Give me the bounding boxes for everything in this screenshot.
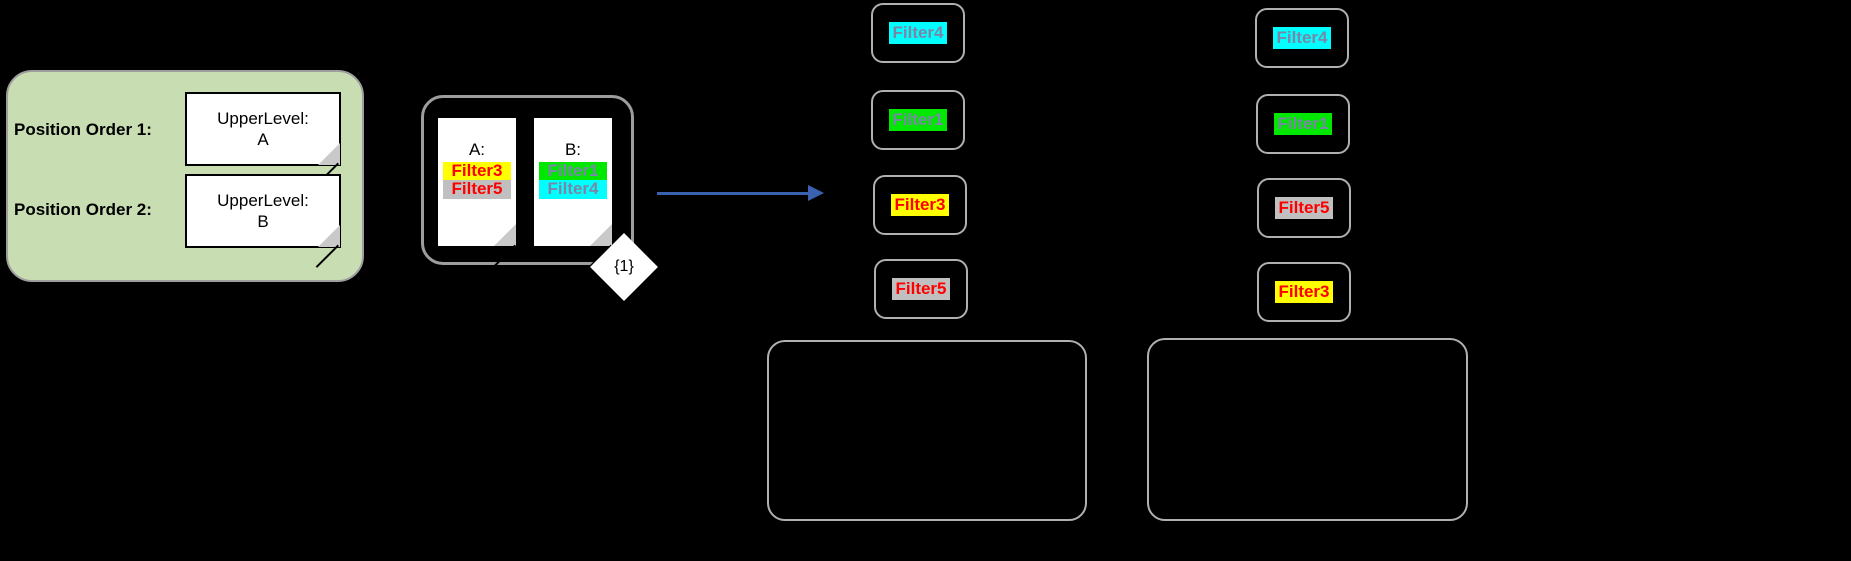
note-upperlevel-b[interactable]: UpperLevel: B — [185, 174, 341, 268]
result-c2-chip-4: Filter3 — [1275, 281, 1333, 303]
note-upperlevel-a-title: UpperLevel: — [217, 108, 309, 128]
document-a-filter-1: Filter3 — [443, 161, 511, 181]
note-upperlevel-a-value: A — [257, 130, 269, 149]
document-a-filter-2: Filter5 — [443, 179, 511, 199]
result-c1-chip-1: Filter4 — [889, 22, 947, 44]
page-fold-icon — [494, 224, 516, 246]
page-fold-icon — [590, 224, 612, 246]
position-order-2-label: Position Order 2: — [14, 200, 152, 219]
flow-arrow-line — [657, 192, 812, 195]
document-b-title: B: — [564, 140, 582, 159]
result-c2-chip-2: Filter1 — [1274, 113, 1332, 135]
document-b[interactable]: B: Filter1 Filter4 — [534, 118, 612, 268]
result-c2-box-3[interactable]: Filter5 — [1257, 178, 1351, 238]
page-fold-icon — [318, 225, 340, 247]
note-upperlevel-a[interactable]: UpperLevel: A — [185, 92, 341, 186]
result-c1-box-1[interactable]: Filter4 — [871, 3, 965, 63]
page-fold-icon — [318, 143, 340, 165]
empty-container-right[interactable] — [1147, 338, 1468, 521]
empty-container-left[interactable] — [767, 340, 1087, 521]
result-c1-box-4[interactable]: Filter5 — [874, 259, 968, 319]
result-c2-chip-3: Filter5 — [1275, 197, 1333, 219]
document-a[interactable]: A: Filter3 Filter5 — [438, 118, 516, 268]
result-c1-chip-4: Filter5 — [892, 278, 950, 300]
document-group-container — [421, 95, 634, 265]
note-upperlevel-b-value: B — [257, 212, 269, 231]
document-b-filter-2: Filter4 — [539, 179, 607, 199]
result-c2-box-2[interactable]: Filter1 — [1256, 94, 1350, 154]
flow-arrow-head-icon — [808, 185, 824, 201]
result-c2-chip-1: Filter4 — [1273, 27, 1331, 49]
result-c1-box-2[interactable]: Filter1 — [871, 90, 965, 150]
document-a-title: A: — [468, 140, 486, 159]
note-upperlevel-b-title: UpperLevel: — [217, 190, 309, 210]
position-order-1-label: Position Order 1: — [14, 120, 152, 139]
result-c2-box-4[interactable]: Filter3 — [1257, 262, 1351, 322]
document-b-filter-1: Filter1 — [539, 161, 607, 181]
result-c1-chip-3: Filter3 — [891, 194, 949, 216]
multiplicity-label: {1} — [614, 258, 634, 275]
result-c1-chip-2: Filter1 — [889, 109, 947, 131]
result-c1-box-3[interactable]: Filter3 — [873, 175, 967, 235]
result-c2-box-1[interactable]: Filter4 — [1255, 8, 1349, 68]
